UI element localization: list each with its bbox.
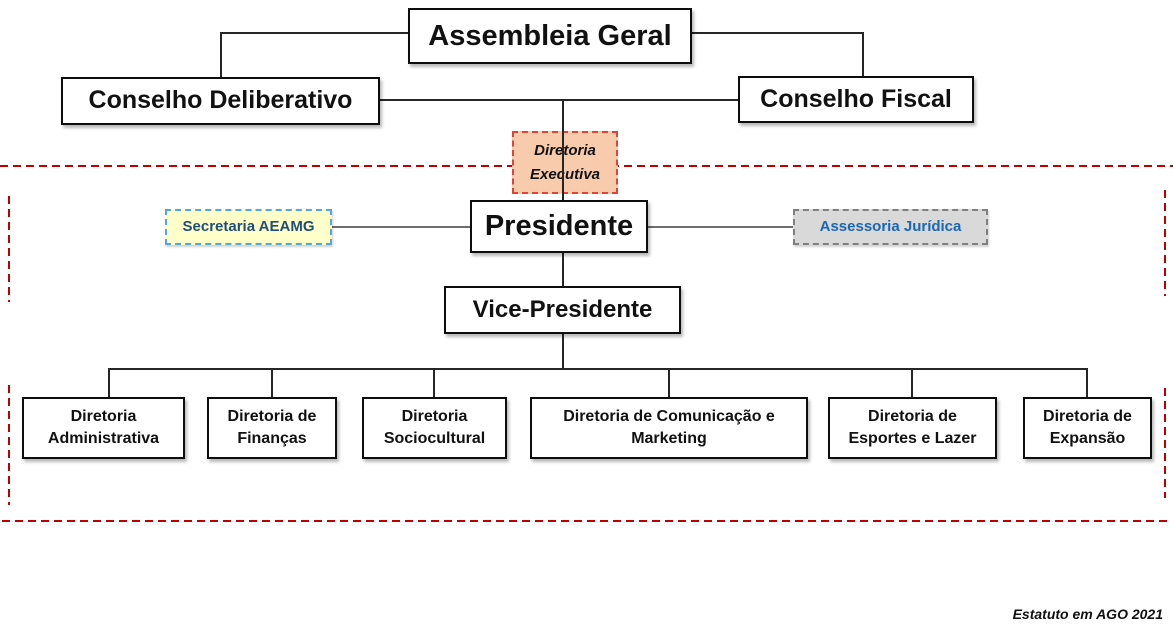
node-conselho-fiscal-label: Conselho Fiscal [760, 84, 952, 113]
node-assessoria-juridica: Assessoria Jurídica [793, 209, 988, 245]
node-assessoria-juridica-label: Assessoria Jurídica [819, 217, 962, 235]
node-conselho-fiscal: Conselho Fiscal [738, 76, 974, 123]
node-diretoria-sociocultural-label: Diretoria Sociocultural [383, 407, 486, 447]
connector-vice-drop [562, 334, 564, 370]
connector-stub-administrativa [108, 368, 110, 398]
node-diretoria-comunicacao-marketing-label: Diretoria de Comunicação e Marketing [563, 407, 775, 447]
node-presidente-label: Presidente [484, 210, 634, 243]
region-dashed-line-right-upper [1164, 190, 1166, 296]
connector-conselhos-h [380, 99, 738, 101]
node-secretaria-aeamg: Secretaria AEAMG [165, 209, 332, 245]
node-assembleia-geral-label: Assembleia Geral [428, 19, 672, 52]
connector-assembleia-right-h [692, 32, 864, 34]
connector-diretorias-distribution [108, 368, 1088, 370]
node-diretoria-financas: Diretoria de Finanças [207, 397, 337, 459]
node-secretaria-aeamg-label: Secretaria AEAMG [182, 217, 315, 235]
connector-presidente-assessoria [648, 226, 793, 228]
node-assembleia-geral: Assembleia Geral [408, 8, 692, 64]
region-dashed-line-bottom [2, 520, 1168, 522]
node-diretoria-administrativa-label: Diretoria Administrativa [47, 407, 160, 447]
node-vice-presidente: Vice-Presidente [444, 286, 681, 334]
connector-stub-esportes [911, 368, 913, 398]
connector-stub-financas [271, 368, 273, 398]
connector-stub-expansao [1086, 368, 1088, 398]
node-diretoria-expansao-label: Diretoria de Expansão [1043, 407, 1132, 447]
node-diretoria-financas-label: Diretoria de Finanças [227, 407, 317, 447]
connector-presidente-vice [562, 253, 564, 287]
connector-center-to-presidente [562, 99, 564, 200]
node-conselho-deliberativo: Conselho Deliberativo [61, 77, 380, 125]
node-diretoria-executiva-label: Diretoria Executiva [529, 142, 601, 183]
node-presidente: Presidente [470, 200, 648, 253]
connector-assembleia-left-h [220, 32, 408, 34]
connector-assembleia-to-fiscal [862, 32, 864, 76]
node-diretoria-comunicacao-marketing: Diretoria de Comunicação e Marketing [530, 397, 808, 459]
node-diretoria-esportes-lazer: Diretoria de Esportes e Lazer [828, 397, 997, 459]
node-diretoria-expansao: Diretoria de Expansão [1023, 397, 1152, 459]
node-diretoria-esportes-lazer-label: Diretoria de Esportes e Lazer [848, 407, 977, 447]
node-diretoria-executiva: Diretoria Executiva [512, 131, 618, 194]
connector-assembleia-to-deliberativo [220, 32, 222, 77]
connector-secretaria-presidente [332, 226, 470, 228]
connector-stub-comunicacao [668, 368, 670, 398]
region-dashed-line-left-lower [8, 385, 10, 505]
region-dashed-line-right-lower [1164, 388, 1166, 498]
footnote-estatuto: Estatuto em AGO 2021 [1012, 606, 1163, 622]
connector-stub-sociocultural [433, 368, 435, 398]
node-diretoria-administrativa: Diretoria Administrativa [22, 397, 185, 459]
node-diretoria-sociocultural: Diretoria Sociocultural [362, 397, 507, 459]
region-dashed-line-left-upper [8, 196, 10, 302]
node-vice-presidente-label: Vice-Presidente [472, 296, 653, 323]
node-conselho-deliberativo-label: Conselho Deliberativo [88, 86, 353, 115]
